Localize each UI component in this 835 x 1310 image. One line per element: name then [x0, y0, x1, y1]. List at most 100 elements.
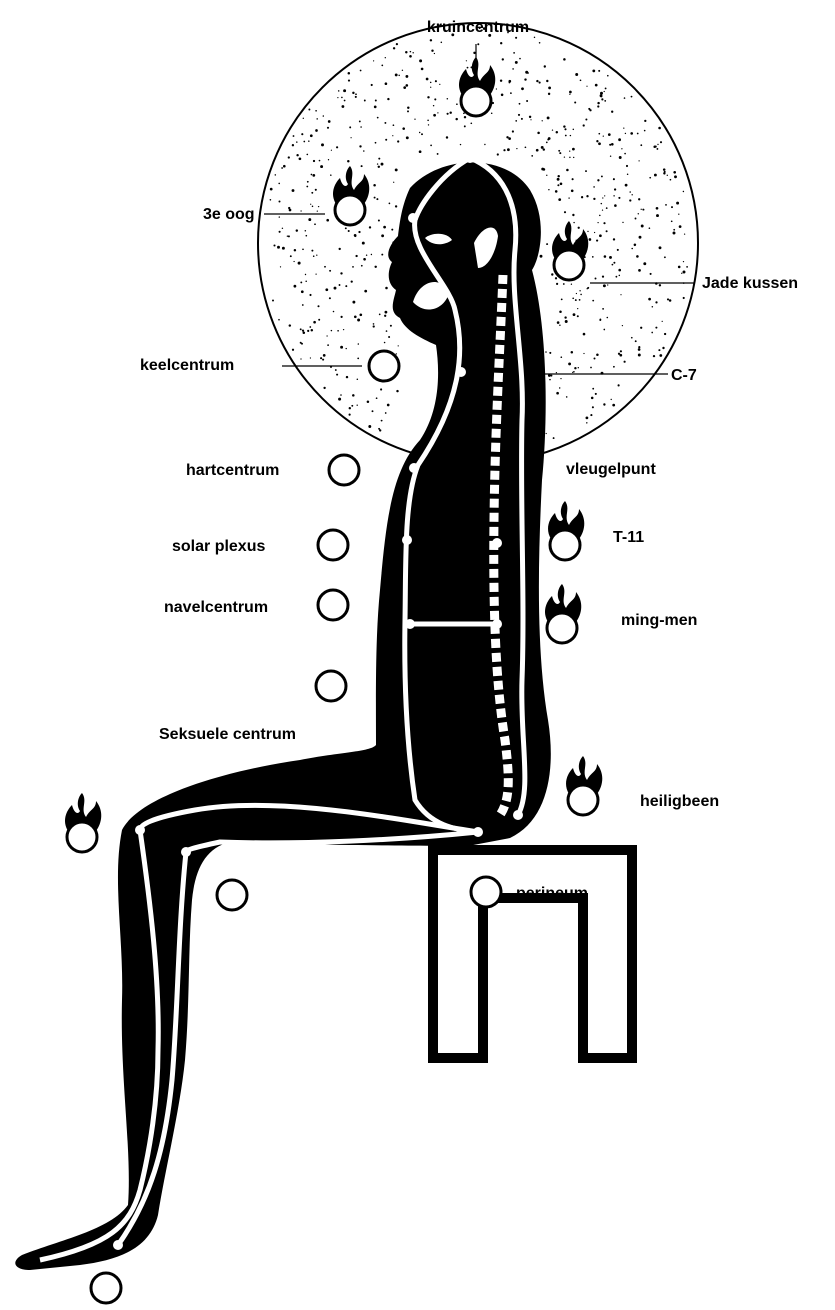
speckle-dot	[515, 120, 517, 122]
speckle-dot	[352, 301, 355, 304]
speckle-dot	[341, 97, 343, 99]
speckle-dot	[383, 226, 386, 229]
speckle-dot	[678, 214, 679, 215]
label-heart: hartcentrum	[186, 462, 279, 479]
speckle-dot	[530, 119, 531, 120]
flame-icon	[548, 501, 584, 560]
speckle-dot	[334, 287, 337, 290]
speckle-dot	[410, 51, 412, 53]
speckle-dot	[549, 352, 551, 354]
speckle-dot	[663, 168, 666, 171]
speckle-dot	[557, 321, 560, 324]
speckle-dot	[573, 157, 574, 158]
speckle-dot	[683, 297, 685, 299]
speckle-dot	[625, 184, 628, 187]
speckle-dot	[329, 270, 331, 272]
speckle-dot	[601, 175, 603, 177]
speckle-dot	[559, 387, 560, 388]
speckle-dot	[536, 80, 538, 82]
speckle-dot	[466, 60, 467, 61]
speckle-dot	[565, 135, 567, 137]
speckle-dot	[613, 195, 614, 196]
speckle-dot	[618, 269, 621, 272]
speckle-dot	[587, 287, 589, 289]
speckle-dot	[667, 175, 668, 176]
speckle-dot	[586, 195, 588, 197]
speckle-dot	[305, 274, 306, 275]
speckle-dot	[568, 362, 571, 365]
speckle-dot	[513, 52, 515, 54]
speckle-dot	[310, 357, 311, 358]
speckle-dot	[320, 165, 323, 168]
speckle-dot	[651, 332, 653, 334]
speckle-dot	[346, 348, 347, 349]
speckle-dot	[569, 150, 570, 151]
speckle-dot	[599, 319, 601, 321]
speckle-dot	[570, 135, 571, 136]
speckle-dot	[384, 342, 386, 344]
speckle-dot	[352, 266, 354, 268]
speckle-dot	[519, 58, 521, 60]
speckle-dot	[371, 84, 373, 86]
speckle-dot	[387, 98, 389, 100]
speckle-dot	[299, 157, 302, 160]
speckle-dot	[592, 70, 595, 73]
speckle-dot	[656, 214, 659, 217]
speckle-dot	[587, 231, 588, 232]
circle-point-icon	[369, 351, 399, 381]
speckle-dot	[385, 287, 388, 290]
speckle-dot	[412, 52, 413, 53]
speckle-dot	[395, 168, 398, 171]
speckle-dot	[603, 403, 605, 405]
speckle-dot	[641, 209, 642, 210]
speckle-dot	[546, 433, 547, 434]
speckle-dot	[586, 86, 587, 87]
speckle-dot	[640, 327, 642, 329]
speckle-dot	[335, 369, 337, 371]
speckle-dot	[292, 144, 294, 146]
speckle-dot	[525, 146, 527, 148]
speckle-dot	[592, 256, 594, 258]
speckle-dot	[586, 417, 589, 420]
speckle-dot	[596, 240, 598, 242]
speckle-dot	[660, 141, 662, 143]
speckle-dot	[665, 204, 667, 206]
circle-point-icon	[217, 880, 247, 910]
speckle-dot	[325, 288, 328, 291]
speckle-dot	[548, 93, 550, 95]
speckle-dot	[283, 165, 286, 168]
speckle-dot	[552, 129, 553, 130]
speckle-dot	[279, 231, 281, 233]
speckle-dot	[303, 141, 305, 143]
speckle-dot	[287, 236, 288, 237]
speckle-dot	[637, 133, 639, 135]
speckle-dot	[650, 273, 652, 275]
speckle-dot	[656, 148, 658, 150]
speckle-dot	[340, 316, 342, 318]
speckle-dot	[534, 37, 535, 38]
speckle-dot	[594, 358, 596, 360]
speckle-dot	[606, 317, 608, 319]
speckle-dot	[588, 108, 590, 110]
speckle-dot	[607, 75, 609, 77]
speckle-dot	[591, 397, 594, 400]
speckle-dot	[351, 280, 353, 282]
speckle-dot	[638, 346, 640, 348]
speckle-dot	[569, 91, 572, 94]
speckle-dot	[308, 140, 310, 142]
speckle-dot	[402, 127, 405, 130]
speckle-dot	[434, 53, 435, 54]
speckle-dot	[548, 189, 549, 190]
speckle-dot	[563, 58, 566, 61]
speckle-dot	[592, 300, 594, 302]
speckle-dot	[405, 84, 408, 87]
speckle-dot	[292, 349, 294, 351]
speckle-dot	[606, 230, 608, 232]
speckle-dot	[298, 262, 301, 265]
speckle-dot	[385, 82, 388, 85]
speckle-dot	[350, 137, 351, 138]
label-throat: keelcentrum	[140, 357, 234, 374]
speckle-dot	[516, 148, 517, 149]
speckle-dot	[597, 222, 598, 223]
